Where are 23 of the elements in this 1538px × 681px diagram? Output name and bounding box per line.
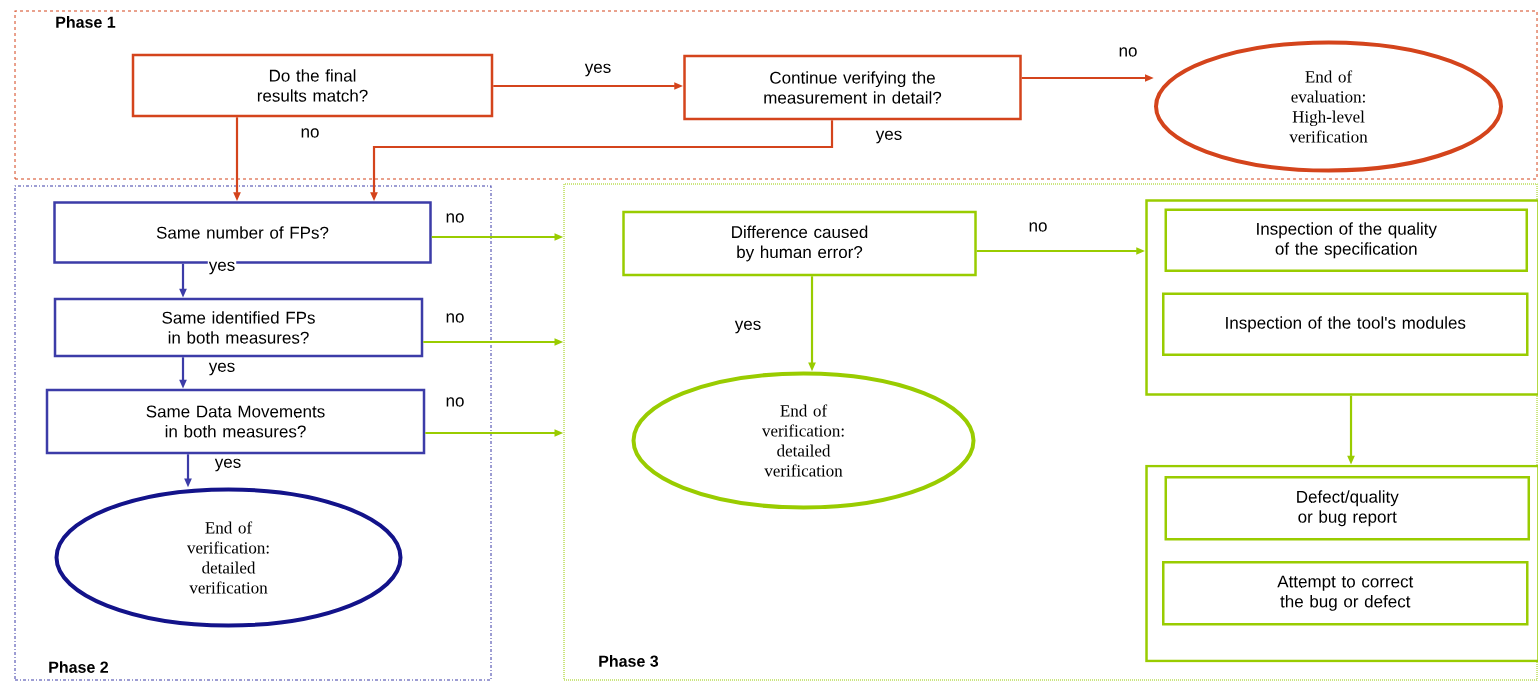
edge-label: no (444, 396, 466, 408)
process-box: Difference caused by human error? (622, 210, 977, 277)
process-box: Defect/quality or bug report (1164, 476, 1530, 541)
process-box: Same Data Movements in both measures? (45, 388, 426, 455)
edge-label: yes (733, 319, 763, 335)
process-box: Same identified FPs in both measures? (53, 297, 424, 358)
phase-heading: Phase 3 (599, 655, 659, 667)
edge-label: no (299, 127, 321, 139)
phase-heading: Phase 1 (56, 16, 116, 28)
process-box: Attempt to correct the bug or defect (1162, 561, 1529, 626)
edge-label: no (444, 312, 466, 324)
edge-label: yes (583, 62, 613, 78)
edge-label: no (444, 212, 466, 224)
edge-label: no (1027, 221, 1049, 233)
process-box: Inspection of the quality of the specification (1164, 208, 1528, 272)
process-box: Inspection of the tool's modules (1162, 292, 1529, 356)
edge-label: yes (213, 457, 243, 473)
edge-label: yes (207, 361, 237, 377)
phase-heading: Phase 2 (49, 661, 108, 673)
process-box: Do the final results match? (131, 53, 494, 118)
edge-label: yes (874, 129, 904, 145)
process-box: Continue verifying the measurement in detail? (683, 54, 1022, 121)
edge-label: no (1117, 46, 1139, 58)
